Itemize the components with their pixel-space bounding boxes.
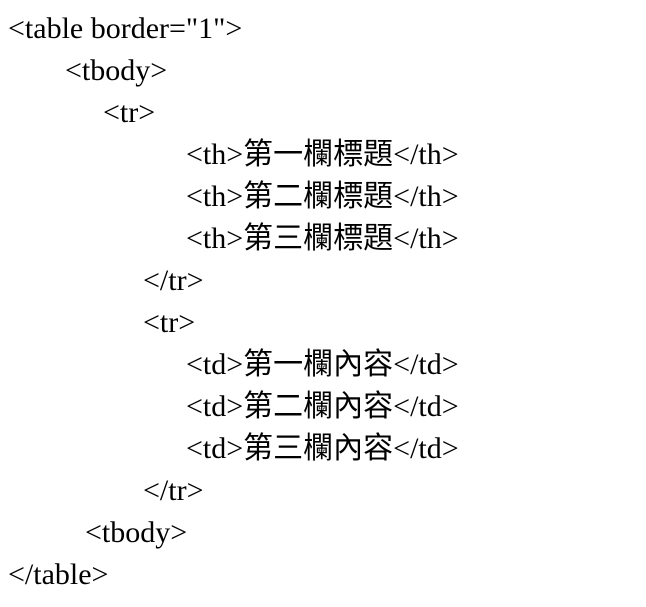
code-line-th-1: <th>第一欄標題</th> [186, 138, 459, 171]
code-line-tbody-open: <tbody> [65, 54, 168, 87]
code-line-tr-close-2: </tr> [143, 474, 204, 507]
code-line-th-2: <th>第二欄標題</th> [186, 180, 459, 213]
code-line-table-open: <table border="1"> [8, 12, 243, 45]
code-line-td-2: <td>第二欄內容</td> [186, 390, 459, 423]
code-line-tr-open-2: <tr> [143, 306, 196, 339]
code-line-td-1: <td>第一欄內容</td> [186, 348, 459, 381]
code-line-table-close: </table> [8, 558, 109, 591]
code-line-tbody-close: <tbody> [85, 516, 188, 549]
code-line-tr-close-1: </tr> [143, 264, 204, 297]
code-line-tr-open-1: <tr> [103, 96, 156, 129]
code-line-td-3: <td>第三欄內容</td> [186, 432, 459, 465]
code-line-th-3: <th>第三欄標題</th> [186, 222, 459, 255]
